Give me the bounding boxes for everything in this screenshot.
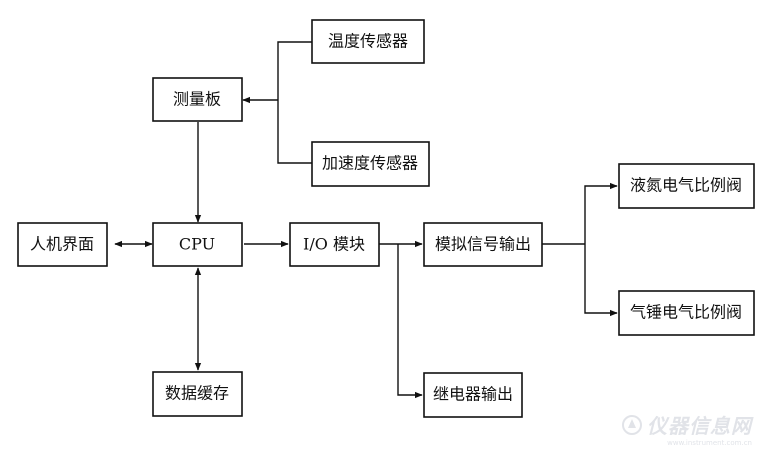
watermark: 仪器信息网 www.instrument.com.cn — [621, 410, 752, 447]
edge-analog-output-to-ln2-valve — [584, 182, 618, 244]
connectors — [114, 41, 618, 399]
node-cpu: CPU — [152, 222, 243, 267]
node-measure-board-label: 测量板 — [173, 90, 221, 109]
node-hmi: 人机界面 — [17, 222, 108, 267]
edge-temp-sensor-bracket — [277, 41, 312, 164]
node-analog-output-label: 模拟信号输出 — [435, 235, 531, 254]
node-measure-board: 测量板 — [152, 77, 243, 122]
node-accel-sensor-label: 加速度传感器 — [322, 154, 418, 173]
node-accel-sensor: 加速度传感器 — [311, 141, 430, 187]
node-cpu-label: CPU — [179, 235, 215, 254]
edge-io-to-relay-output — [397, 244, 423, 399]
watermark-logo-icon — [622, 414, 642, 435]
node-data-cache: 数据缓存 — [152, 371, 243, 417]
edge-analog-output-to-hammer-valve — [584, 244, 618, 317]
node-hmi-label: 人机界面 — [30, 235, 94, 254]
node-temp-sensor: 温度传感器 — [311, 19, 425, 64]
node-hammer-valve-label: 气锤电气比例阀 — [630, 303, 742, 322]
node-hammer-valve: 气锤电气比例阀 — [618, 290, 755, 336]
node-data-cache-label: 数据缓存 — [165, 384, 229, 403]
node-ln2-valve: 液氮电气比例阀 — [618, 163, 755, 209]
watermark-url: www.instrument.com.cn — [667, 439, 752, 447]
watermark-text: 仪器信息网 — [647, 414, 752, 438]
node-relay-output: 继电器输出 — [423, 372, 523, 418]
node-temp-sensor-label: 温度传感器 — [328, 32, 408, 51]
node-io-module-label: I/O 模块 — [303, 235, 365, 254]
node-ln2-valve-label: 液氮电气比例阀 — [630, 176, 742, 195]
node-relay-output-label: 继电器输出 — [433, 385, 513, 404]
node-analog-output: 模拟信号输出 — [423, 222, 543, 267]
node-io-module: I/O 模块 — [289, 222, 380, 267]
